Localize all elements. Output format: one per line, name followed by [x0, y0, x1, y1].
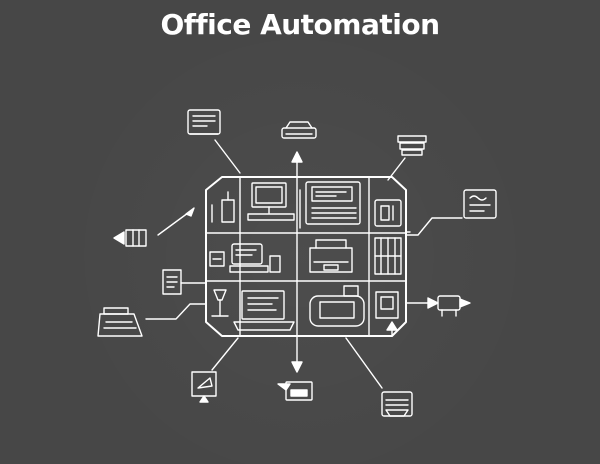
connector-bottom-left	[212, 338, 238, 370]
conveyor-icon	[98, 308, 142, 336]
arrow-left-head	[186, 208, 194, 216]
pen-tablet-icon	[192, 372, 216, 402]
vertical-axis	[292, 152, 302, 372]
hub-laptop-icon	[234, 291, 294, 330]
hub-rack-icon	[375, 238, 401, 274]
arrow-up-head	[292, 152, 302, 162]
arrow-right-head	[428, 298, 438, 308]
forward-arrow-icon	[114, 230, 146, 246]
hub-card-icon	[376, 292, 398, 318]
central-hub	[206, 177, 410, 336]
hub-scanner-icon	[310, 286, 364, 326]
connector-lower-left	[146, 304, 206, 319]
fax-machine-icon	[188, 110, 220, 134]
connector-bottom-right	[346, 338, 382, 388]
hub-lamp-icon	[212, 290, 228, 316]
printer-icon	[282, 122, 316, 138]
hub-server-icon	[375, 200, 401, 226]
connector-top-right	[388, 158, 405, 180]
signed-letter-icon	[163, 270, 181, 294]
hub-desktop-icon	[230, 244, 280, 272]
hub-monitor-icon	[248, 183, 294, 220]
hub-printer-icon	[310, 240, 352, 272]
diagram-title: Office Automation	[160, 8, 440, 41]
keyboard-icon	[382, 392, 412, 416]
tail-arrow-head	[387, 322, 397, 330]
hub-speaker-icon	[222, 192, 234, 222]
hub-console-icon	[306, 182, 360, 224]
signed-document-icon	[464, 190, 496, 218]
card-reader-icon	[438, 296, 470, 316]
hub-small-screen-icon	[210, 252, 224, 266]
connector-right	[406, 218, 462, 235]
stacked-documents-icon	[398, 136, 426, 155]
connector-top-left	[215, 140, 240, 173]
printer-outline-icon	[278, 382, 312, 400]
arrow-down-head	[292, 362, 302, 372]
